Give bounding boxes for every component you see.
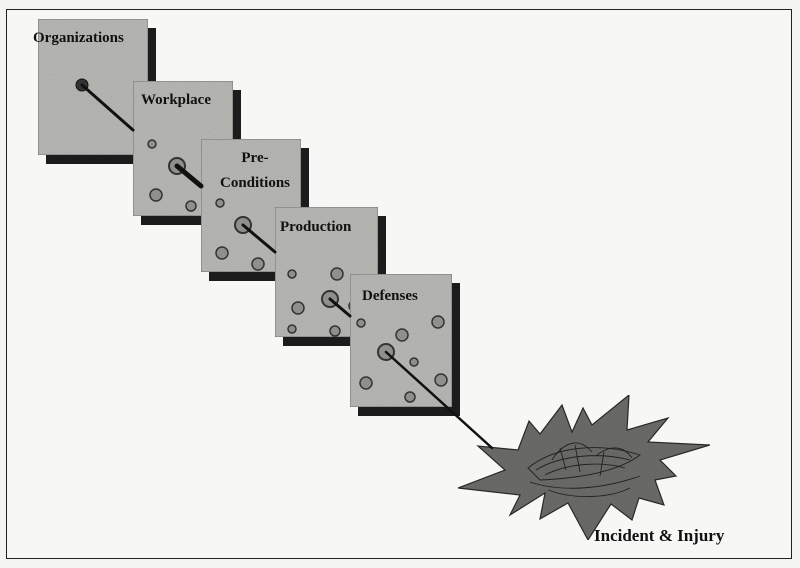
layer-card [37, 18, 149, 156]
trajectory-segment [384, 350, 494, 450]
layer-hole [404, 391, 416, 403]
layer-hole [329, 325, 341, 337]
layer-hole [330, 267, 344, 281]
layer-hole [149, 188, 163, 202]
layer-hole [431, 315, 445, 329]
layer-defenses [349, 273, 460, 416]
label-preconditions-line1: Pre- [241, 150, 268, 166]
label-defenses: Defenses [362, 288, 418, 304]
layer-hole [359, 376, 373, 390]
incident-burst [457, 393, 711, 542]
layer-hole [185, 200, 197, 212]
label-production: Production [280, 219, 352, 235]
label-workplace: Workplace [141, 92, 211, 108]
layer-organizations [37, 18, 156, 164]
trajectory-segment [328, 297, 352, 318]
burst-shape [457, 393, 711, 542]
layer-hole [147, 139, 157, 149]
wreck-sketch [527, 442, 641, 497]
layer-hole [251, 257, 265, 271]
layer-hole [215, 198, 225, 208]
hazard-trajectory [80, 83, 494, 450]
label-incident-injury: Incident & Injury [594, 526, 725, 545]
trajectory-segment [80, 83, 135, 132]
label-preconditions-line2: Conditions [220, 175, 290, 191]
layer-hole [409, 357, 419, 367]
layer-hole [356, 318, 366, 328]
label-organizations: Organizations [33, 30, 124, 46]
layer-hole [287, 269, 297, 279]
layer-hole [215, 246, 229, 260]
layer-hole [395, 328, 409, 342]
trajectory-segment [174, 163, 204, 189]
layer-hole [291, 301, 305, 315]
layer-hole [287, 324, 297, 334]
layer-hole [434, 373, 448, 387]
trajectory-segment [241, 223, 277, 254]
